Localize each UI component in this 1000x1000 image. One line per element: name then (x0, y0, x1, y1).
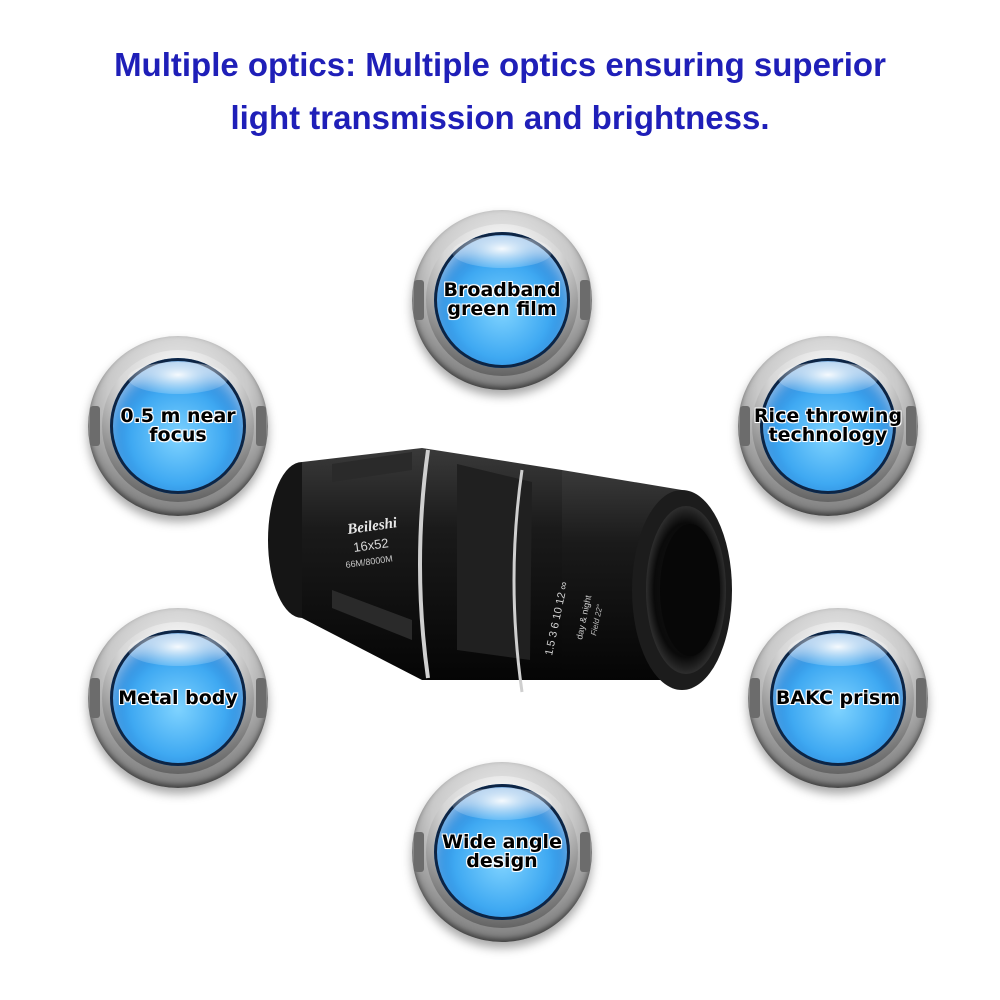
badge-notch (256, 678, 266, 718)
feature-label: 0.5 m near focus (120, 405, 236, 446)
badge-shine (788, 634, 888, 666)
badge-notch (750, 678, 760, 718)
badge-shine (452, 236, 552, 268)
feature-badge-metal-body: Metal body (88, 608, 268, 788)
feature-label: Broadband green film (443, 279, 561, 320)
headline-line-2: light transmission and brightness. (230, 99, 770, 136)
monocular-product: Beileshi 16x52 66M/8000M 1.5 3 6 10 12 ∞… (268, 448, 732, 693)
badge-notch (580, 280, 590, 320)
badge-notch (916, 678, 926, 718)
feature-badge-rice-throwing-technology: Rice throwing technology (738, 336, 918, 516)
badge-notch (414, 280, 424, 320)
badge-notch (90, 406, 100, 446)
feature-label: Metal body (118, 686, 238, 709)
badge-shine (452, 788, 552, 820)
feature-label: BAKC prism (775, 686, 901, 709)
badge-shine (778, 362, 878, 394)
headline: Multiple optics: Multiple optics ensurin… (0, 38, 1000, 144)
monocular-body (268, 448, 732, 693)
feature-badge-broadband-green-film: Broadband green film (412, 210, 592, 390)
badge-notch (740, 406, 750, 446)
badge-shine (128, 634, 228, 666)
feature-badge-near-focus: 0.5 m near focus (88, 336, 268, 516)
feature-badge-bakc-prism: BAKC prism (748, 608, 928, 788)
badge-notch (256, 406, 266, 446)
feature-label: Wide angle design (442, 831, 562, 872)
badge-notch (90, 678, 100, 718)
brand-label: Beileshi (345, 515, 399, 538)
badge-notch (906, 406, 916, 446)
feature-label: Rice throwing technology (753, 405, 903, 446)
headline-line-1: Multiple optics: Multiple optics ensurin… (114, 46, 886, 83)
model-label: 16x52 (352, 535, 389, 555)
feature-badge-wide-angle-design: Wide angle design (412, 762, 592, 942)
badge-notch (580, 832, 590, 872)
badge-notch (414, 832, 424, 872)
badge-shine (128, 362, 228, 394)
